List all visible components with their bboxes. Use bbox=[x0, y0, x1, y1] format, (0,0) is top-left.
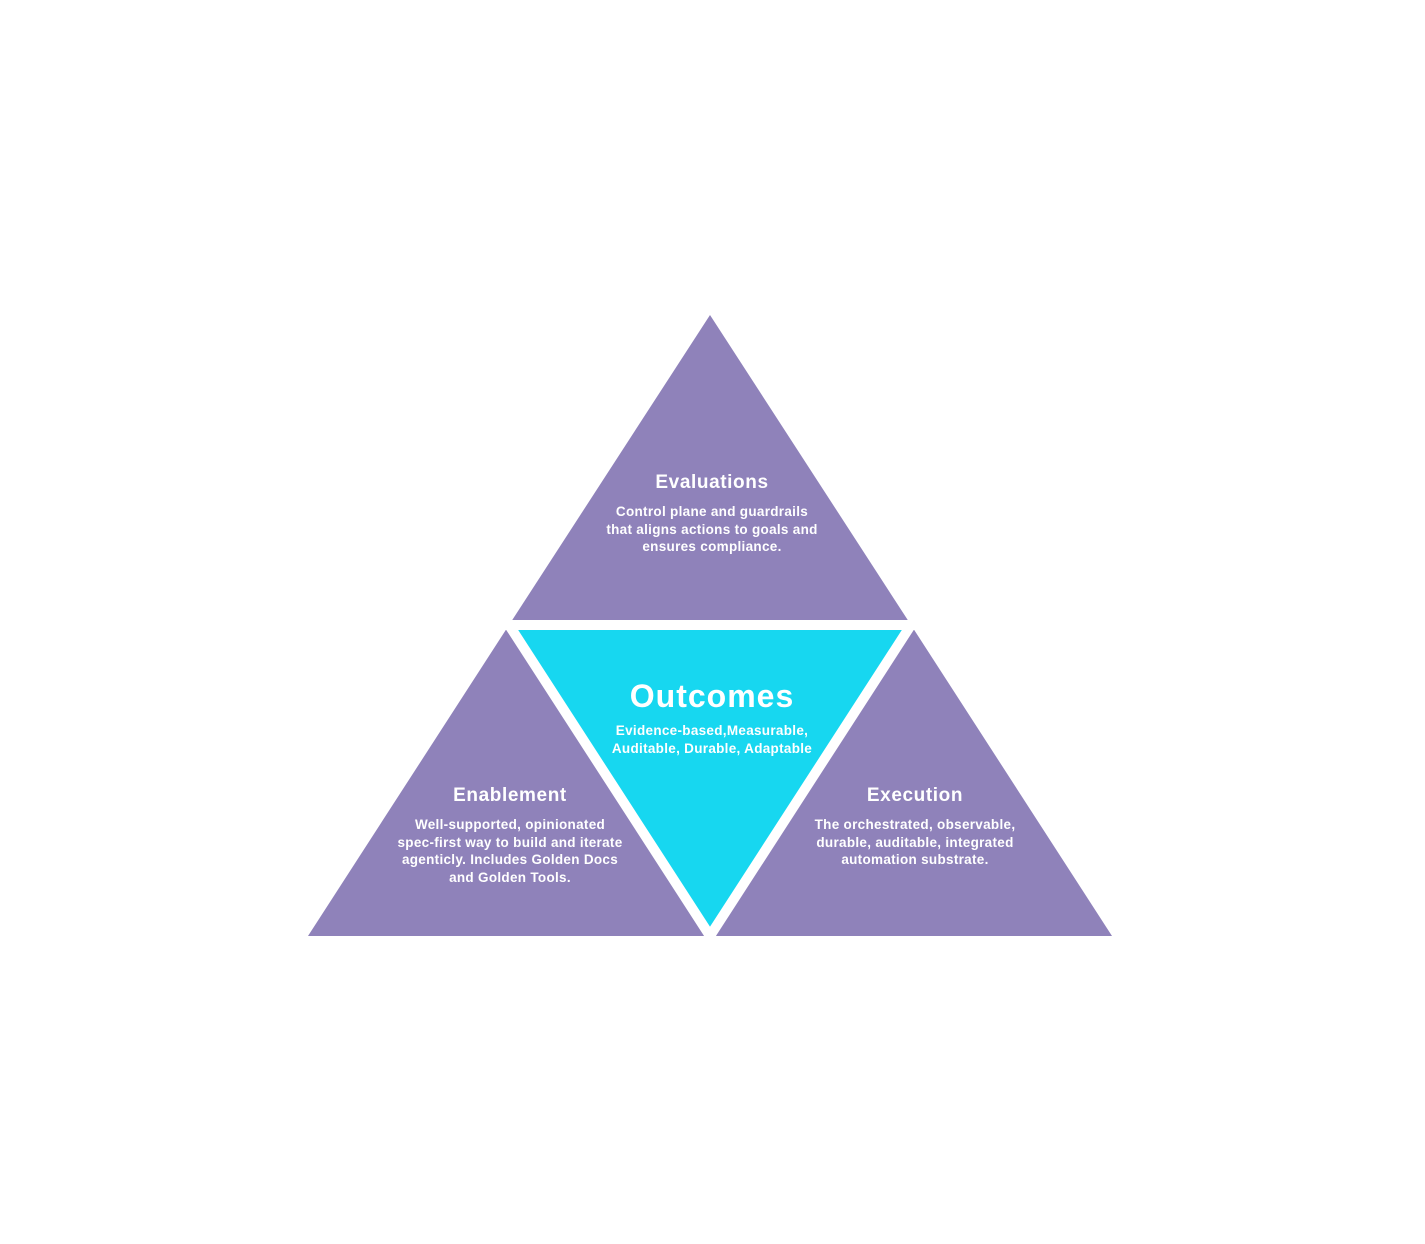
separator-line-left-diagonal bbox=[495, 607, 720, 947]
execution-triangle bbox=[710, 625, 1112, 936]
outcomes-triangle bbox=[509, 625, 911, 936]
separator-line-right-diagonal bbox=[700, 607, 925, 947]
evaluations-triangle bbox=[509, 315, 911, 625]
enablement-triangle bbox=[308, 625, 710, 936]
